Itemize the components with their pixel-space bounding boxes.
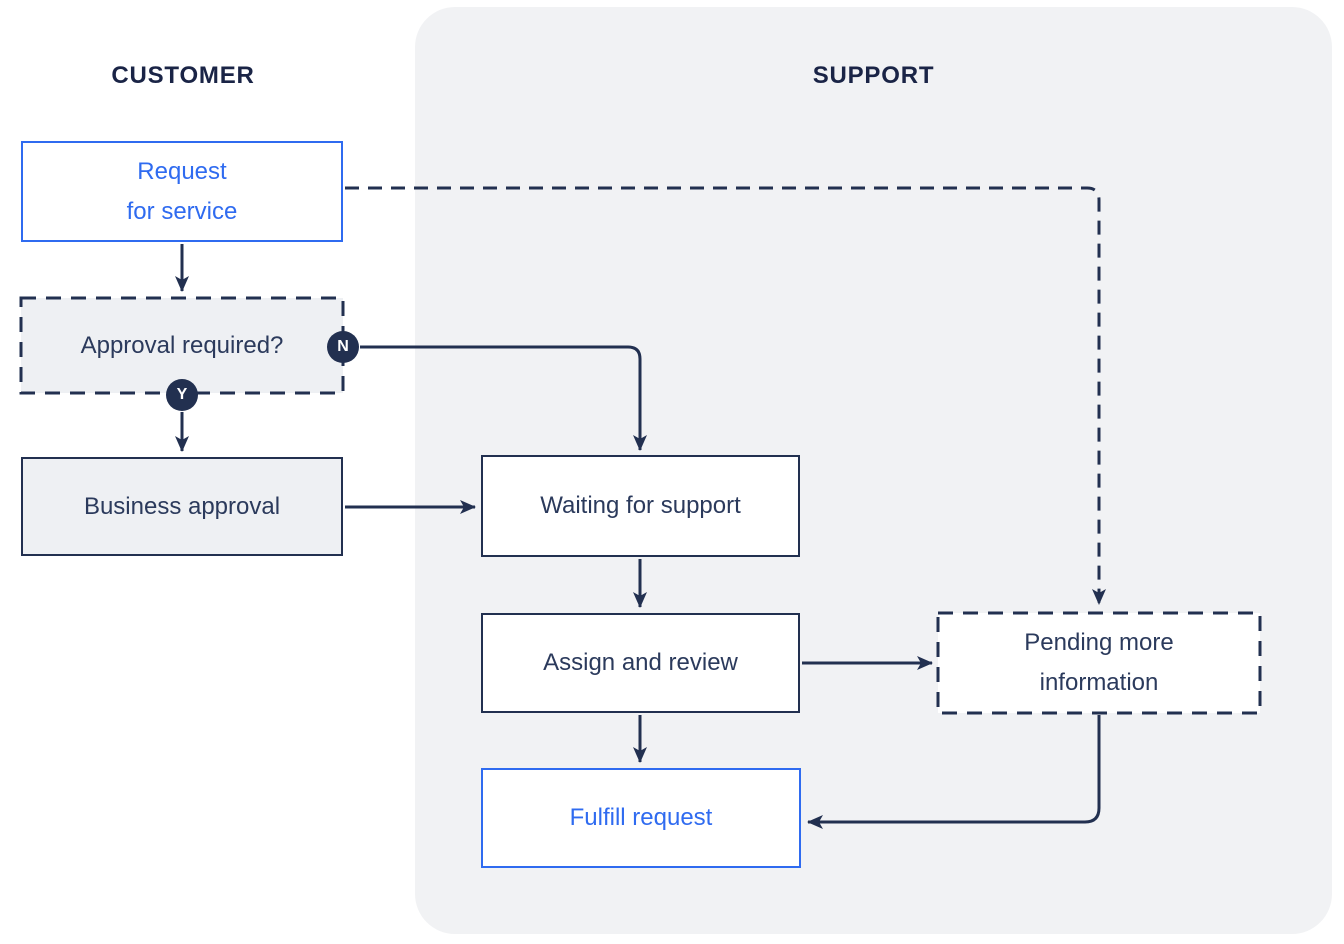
node-waiting-for-support: Waiting for support <box>481 455 800 557</box>
connector-pending-to-fulfill <box>807 715 1101 829</box>
node-fulfill-request: Fulfill request <box>481 768 801 868</box>
node-assign-and-review: Assign and review <box>481 613 800 713</box>
node-request-for-service-label-line2: for service <box>126 197 238 225</box>
decision-badge-yes: Y <box>166 379 198 411</box>
node-pending-more-information-label-line2: information <box>1039 669 1159 696</box>
node-request-for-service-label-line1: Request <box>137 157 227 185</box>
node-business-approval: Business approval <box>21 457 343 556</box>
connector-request-to-pending-dashed <box>345 186 1106 605</box>
node-pending-more-information-label-line1: Pending more <box>1024 629 1174 656</box>
customer-lane-label: CUSTOMER <box>111 62 255 89</box>
node-assign-and-review-label: Assign and review <box>543 649 738 676</box>
node-approval-required: Approval required? <box>21 298 343 393</box>
connector-approval-no-to-waiting <box>360 345 647 451</box>
decision-badge-no: N <box>327 331 359 363</box>
support-lane-label: SUPPORT <box>812 62 935 89</box>
node-waiting-for-support-label: Waiting for support <box>540 492 741 519</box>
node-pending-more-information: Pending more information <box>938 613 1260 713</box>
node-fulfill-request-label: Fulfill request <box>569 804 713 831</box>
node-business-approval-label: Business approval <box>83 492 281 520</box>
pending-more-information-dashed-outline <box>936 611 1262 715</box>
node-approval-required-label: Approval required? <box>80 331 284 359</box>
node-request-for-service: Request for service <box>21 141 343 242</box>
